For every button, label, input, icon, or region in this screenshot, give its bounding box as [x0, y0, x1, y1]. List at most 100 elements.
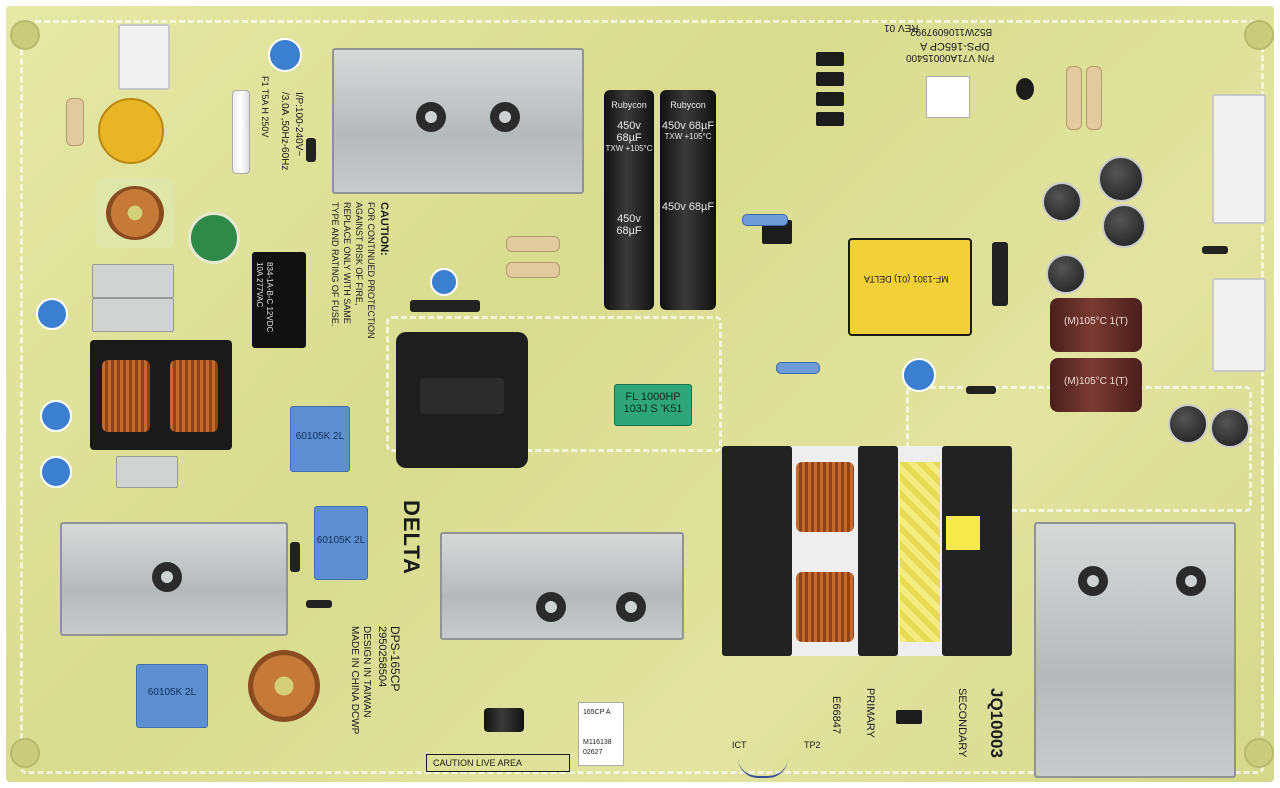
y-capacitor: [268, 38, 302, 72]
heatsink-screw: [1176, 566, 1206, 596]
primary-label: PRIMARY: [864, 688, 876, 738]
cap-value: 450v 68µF: [616, 120, 642, 144]
mount-pad-bottom-right: [1244, 738, 1274, 768]
relay: [252, 252, 306, 348]
x-capacitor: [92, 298, 174, 332]
cap-brand: Rubycon: [611, 100, 647, 110]
transformer-winding: [796, 462, 854, 532]
standby-transformer: MF-1301 (01) DELTA: [848, 238, 972, 336]
secondary-heatsink-right: [1034, 522, 1236, 778]
mount-pad-top-left: [10, 20, 40, 50]
made-in: MADE IN CHINA DCWP: [349, 626, 360, 735]
output-capacitor: (M)105°C 1(T): [1050, 358, 1142, 412]
sticker-number-2: 02627: [583, 749, 603, 756]
mount-pad-top-right: [1244, 20, 1274, 50]
output-connector-main: [1212, 94, 1266, 224]
electrolytic-cap: [1102, 204, 1146, 248]
mount-pad-bottom-left: [10, 738, 40, 768]
board-trace-outline: [20, 20, 1264, 774]
ul-mark: E66847: [830, 696, 842, 734]
choke-winding: [102, 360, 150, 432]
heatsink-screw: [536, 592, 566, 622]
diode: [306, 600, 332, 608]
caution-live-box: CAUTION LIVE AREA: [426, 754, 570, 772]
heatsink-screw: [1078, 566, 1108, 596]
relay-text-2: 10A 277VAC: [255, 262, 264, 308]
varistor: [98, 98, 164, 164]
glass-fuse: [232, 90, 250, 174]
input-current: /3.0A ,50Hz-60Hz: [279, 92, 290, 171]
circuit-board: 834-1A-B-C 12VDC 10A 277VAC I/P:100-240V…: [6, 6, 1274, 782]
sticker-code: 165CP A: [583, 709, 611, 716]
x2-capacitor: 60105K 2L: [136, 664, 208, 728]
heatsink-screw: [616, 592, 646, 622]
production-sticker: 165CP A M116138 02627: [578, 702, 624, 766]
cap-label: 60105K 2L: [316, 535, 366, 546]
y-capacitor: [902, 358, 936, 392]
output-connector-backlight: [1212, 278, 1266, 372]
serial-number: B52W1106097992: [910, 26, 993, 37]
cap-text: (M)105°C 1(T): [1063, 316, 1128, 327]
caution-line-3: REPLACE ONLY WITH SAME: [342, 202, 352, 324]
relay-text-1: 834-1A-B-C 12VDC: [265, 262, 274, 333]
bulk-capacitor-right: Rubycon 450v 68µF TXW +105°C 450v 68µF: [660, 90, 716, 310]
cap-label: 60105K 2L: [147, 687, 197, 698]
resistor: [776, 362, 820, 374]
transformer-tag: [946, 516, 980, 550]
transformer-core: [722, 446, 792, 656]
x2-capacitor: 60105K 2L: [290, 406, 350, 472]
cap-label: 60105K 2L: [295, 431, 345, 442]
handwritten-mark: [738, 744, 788, 778]
resistor: [506, 236, 560, 252]
output-capacitor: (M)105°C 1(T): [1050, 298, 1142, 352]
cap-text: (M)105°C 1(T): [1063, 376, 1128, 387]
ntc-thermistor: [188, 212, 240, 264]
test-label-tp2: TP2: [804, 740, 821, 750]
sticker-number-1: M116138: [583, 739, 612, 746]
insulation-tape: [900, 462, 940, 642]
fuse-rating: F1 T5A H 250V: [260, 76, 270, 138]
cap-temp: TXW +105°C: [605, 144, 653, 153]
electrolytic-cap: [1098, 156, 1144, 202]
secondary-label: SECONDARY: [956, 688, 968, 758]
pn-label: P/N V71A00015400: [906, 52, 995, 63]
diode: [410, 300, 480, 312]
small-transistor: [1016, 78, 1034, 100]
model-top: DPS-165CP A: [920, 40, 990, 52]
qr-sticker: [926, 76, 970, 118]
transformer-core: [942, 446, 1012, 656]
brand-logo: DELTA: [399, 500, 424, 576]
standby-transformer-text: MF-1301 (01) DELTA: [864, 274, 949, 284]
part-number: 2950258504: [376, 626, 388, 688]
heatsink-screw: [490, 102, 520, 132]
ac-input-connector: [118, 24, 170, 90]
bulk-capacitor-left: Rubycon 450v 68µF TXW +105°C 450v 68µF: [604, 90, 654, 310]
heatsink-screw: [152, 562, 182, 592]
electrolytic-cap: [1042, 182, 1082, 222]
x2-capacitor: 60105K 2L: [314, 506, 368, 580]
y-capacitor: [430, 268, 458, 296]
resistor: [742, 214, 788, 226]
x-capacitor: [92, 264, 174, 298]
electrolytic-cap: [1046, 254, 1086, 294]
diode: [966, 386, 996, 394]
pfc-toroid: [248, 650, 320, 722]
optocoupler: [816, 92, 844, 106]
caution-line-1: FOR CONTINUED PROTECTION: [366, 202, 376, 339]
heatsink-screw: [416, 102, 446, 132]
y-capacitor: [40, 400, 72, 432]
caution-line-4: TYPE AND RATING OF FUSE.: [330, 202, 340, 327]
diode: [306, 138, 316, 162]
choke-winding: [170, 360, 218, 432]
film-cap-line-2: 103J S 'K51: [623, 403, 683, 415]
optocoupler: [816, 52, 844, 66]
electrolytic-cap: [1168, 404, 1208, 444]
pfc-inductor-label: [420, 378, 504, 414]
optocoupler: [816, 112, 844, 126]
cap-temp: TXW +105°C: [664, 132, 712, 141]
cap-value: 450v 68µF: [616, 213, 642, 237]
transformer-winding: [796, 572, 854, 642]
design-note: DESIGN IN TAIWAN: [361, 626, 372, 718]
revision: REV 01: [884, 22, 919, 33]
small-electrolytic: [484, 708, 524, 732]
